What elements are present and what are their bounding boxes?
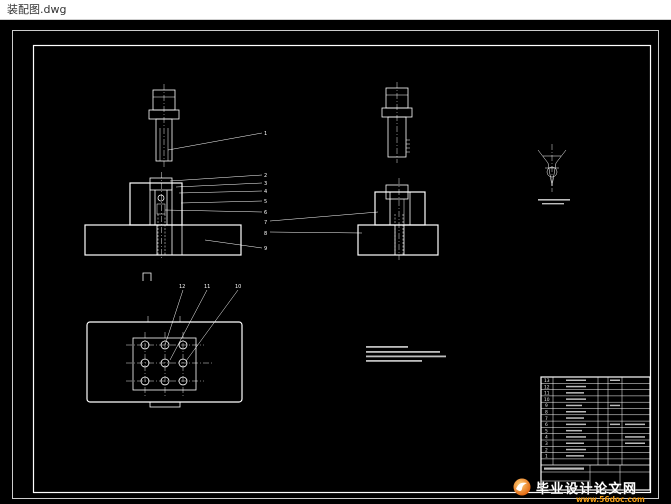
- watermark-site-url: www.56doc.com: [576, 495, 645, 504]
- hole: [178, 358, 188, 368]
- part-number-label: 6: [264, 210, 267, 216]
- parts-list-row-number: 13: [544, 378, 550, 384]
- parts-list-row-number: 4: [545, 435, 548, 441]
- watermark: 毕业设计论文网 www.56doc.com: [513, 478, 645, 504]
- hole: [160, 358, 170, 368]
- hole: [178, 376, 188, 386]
- drawing-frame: [12, 30, 659, 499]
- front-view-punch: [148, 84, 180, 167]
- detail-caption-text: [538, 199, 570, 201]
- viewer-title-bar: 装配图.dwg: [0, 0, 671, 20]
- outer-border: [12, 30, 659, 499]
- plan-view: 12 11 10: [86, 284, 243, 408]
- parts-list-row-number: 9: [545, 403, 548, 409]
- part-number-label: 3: [264, 181, 267, 187]
- side-view-punch: [381, 82, 413, 163]
- detail-caption-text: [542, 203, 564, 205]
- hole: [178, 340, 188, 350]
- hole: [140, 340, 150, 350]
- parts-list-row-number: 5: [545, 428, 548, 434]
- hole: [140, 358, 150, 368]
- part-number-label: 11: [204, 284, 210, 290]
- part-number-label: 2: [264, 173, 267, 179]
- file-name-title: 装配图.dwg: [7, 3, 67, 16]
- inner-border: [32, 44, 652, 494]
- title-block: 13 12 11 10 9 8 7 6 5 4 3 2 1: [540, 376, 651, 491]
- part-number-label: 8: [264, 231, 267, 237]
- part-number-label: 10: [235, 284, 241, 290]
- part-number-label: 5: [264, 199, 267, 205]
- hole: [160, 340, 170, 350]
- front-view-leaders: [164, 132, 379, 249]
- guide-part: [149, 177, 173, 191]
- parts-list-row-number: 12: [544, 384, 550, 390]
- part-number-label: 9: [264, 246, 267, 252]
- parts-list-row-number: 1: [545, 454, 548, 460]
- hole: [140, 376, 150, 386]
- part-number-label: 7: [264, 220, 267, 226]
- drawing-canvas[interactable]: 1 2 3 4 5 6 7 8 9: [0, 20, 671, 504]
- parts-list-row-number: 11: [544, 391, 550, 397]
- parts-list-row-number: 2: [545, 447, 548, 453]
- detail-view: [537, 144, 570, 205]
- side-view-die-assembly: [357, 178, 439, 260]
- part-number-label: 4: [264, 189, 267, 195]
- front-view-part-numbers: 1 2 3 4 5 6 7 8 9: [264, 131, 267, 252]
- watermark-site-name: 毕业设计论文网: [536, 481, 638, 497]
- hole: [160, 376, 170, 386]
- parts-list-row-number: 10: [544, 397, 550, 403]
- parts-list-row-number: 3: [545, 441, 548, 447]
- parts-list-cell-text: [544, 379, 645, 470]
- front-view-die-assembly: [84, 172, 242, 260]
- parts-list-row-number: 8: [545, 410, 548, 416]
- hatch-region: [171, 224, 183, 256]
- canvas-background: [0, 20, 671, 504]
- parts-list-row-number: 7: [545, 416, 548, 422]
- technical-requirements-block: [366, 346, 446, 362]
- parts-list-row-number: 6: [545, 422, 548, 428]
- hatch-region: [84, 224, 158, 256]
- section-marker: [142, 272, 152, 281]
- watermark-logo-swirl: [516, 482, 527, 491]
- part-number-label: 1: [264, 131, 267, 137]
- hatch-region: [403, 224, 439, 256]
- punch-plate: [132, 337, 197, 391]
- part-number-label: 12: [179, 284, 185, 290]
